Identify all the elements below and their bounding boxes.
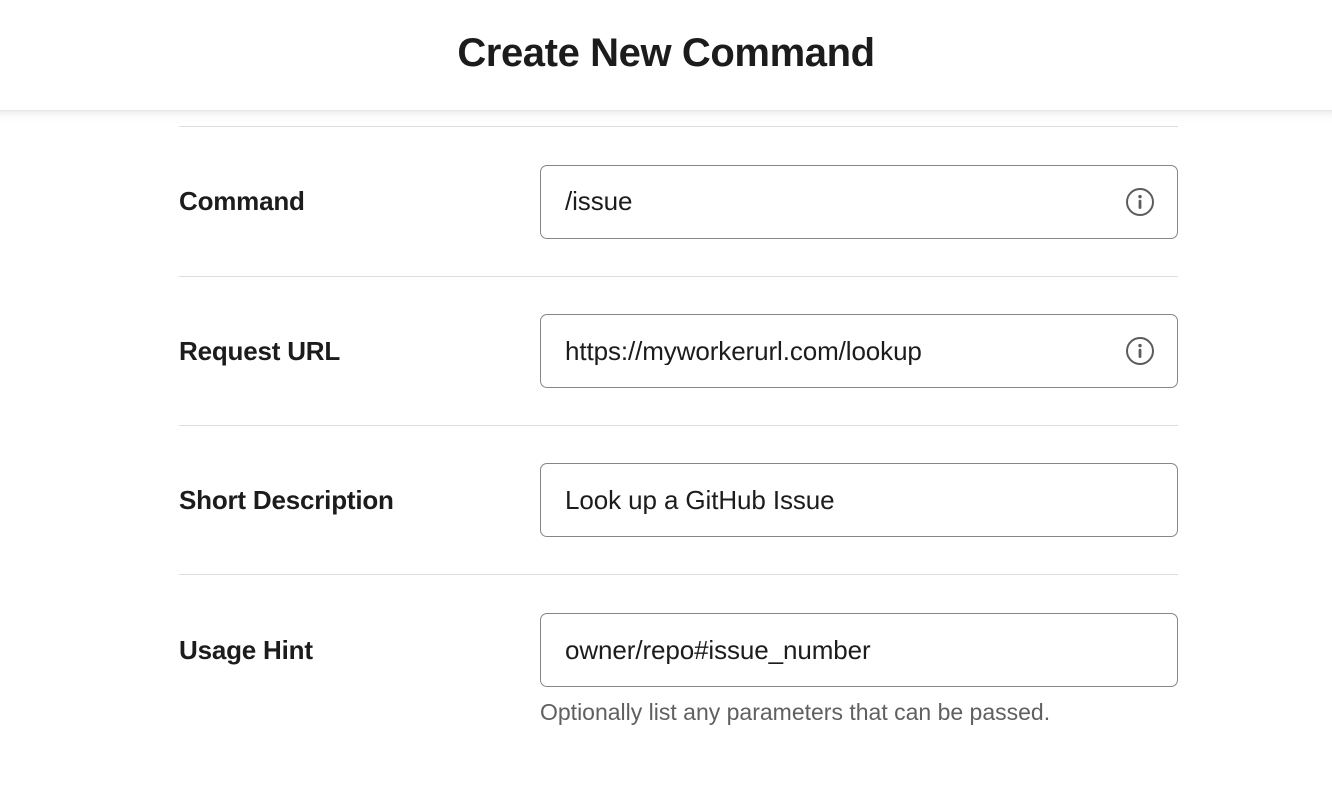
command-input[interactable]: /issue (540, 164, 1178, 239)
header-divider-shadow (0, 110, 1332, 126)
field-wrap-short-description: Look up a GitHub Issue (540, 463, 1178, 537)
usage-hint-input-value: owner/repo#issue_number (565, 635, 871, 665)
row-divider (179, 574, 1178, 575)
field-wrap-usage-hint: owner/repo#issue_number Optionally list … (540, 613, 1178, 725)
usage-hint-helper-text: Optionally list any parameters that can … (540, 699, 1051, 725)
usage-hint-input[interactable]: owner/repo#issue_number (540, 613, 1178, 687)
label-short-description: Short Description (179, 484, 394, 515)
info-circle-icon[interactable] (1125, 336, 1155, 366)
form-row-usage-hint: Usage Hint owner/repo#issue_number Optio… (179, 575, 1178, 725)
command-input-value: /issue (565, 187, 633, 216)
short-description-input-value: Look up a GitHub Issue (565, 485, 835, 515)
command-form: Command /issue Request URL (179, 126, 1178, 725)
label-request-url: Request URL (179, 335, 341, 366)
row-divider (179, 425, 1178, 426)
row-divider (179, 276, 1178, 277)
request-url-input[interactable]: https://myworkerurl.com/lookup (540, 314, 1178, 388)
request-url-input-value: https://myworkerurl.com/lookup (565, 336, 922, 366)
label-command: Command (179, 186, 305, 217)
info-circle-icon[interactable] (1125, 187, 1155, 217)
row-divider (179, 126, 1178, 127)
field-wrap-command: /issue (540, 164, 1178, 239)
page-title: Create New Command (457, 31, 875, 75)
field-wrap-request-url: https://myworkerurl.com/lookup (540, 314, 1178, 388)
short-description-input[interactable]: Look up a GitHub Issue (540, 463, 1178, 537)
form-row-command: Command /issue (179, 127, 1178, 276)
form-row-short-description: Short Description Look up a GitHub Issue (179, 426, 1178, 574)
label-usage-hint: Usage Hint (179, 634, 313, 665)
form-row-request-url: Request URL https://myworkerurl.com/look… (179, 277, 1178, 425)
page-header: Create New Command (0, 0, 1332, 110)
